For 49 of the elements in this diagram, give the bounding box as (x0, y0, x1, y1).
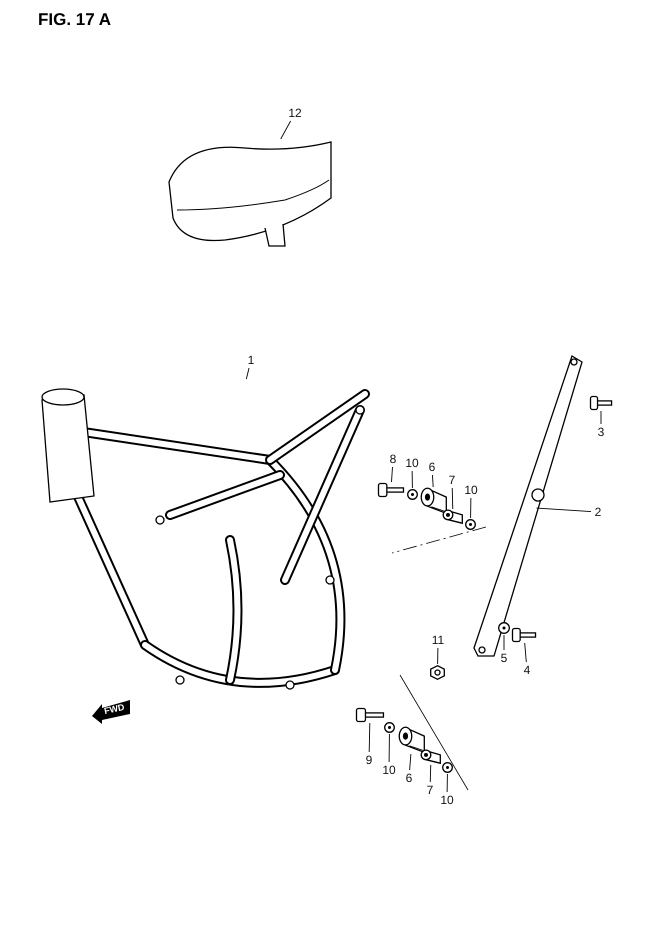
figure-title: FIG. 17 A (38, 10, 112, 30)
callout-number: 2 (592, 505, 604, 519)
callout-number: 10 (462, 483, 480, 497)
leader-line (446, 774, 448, 792)
callout-number: 5 (498, 651, 510, 665)
leader-line (536, 508, 592, 512)
leader-line (437, 648, 438, 664)
callout-number: 6 (426, 460, 438, 474)
callout-number: 6 (403, 771, 415, 785)
callout-number: 3 (595, 425, 607, 439)
bolt-icon (512, 628, 536, 642)
callout-number: 4 (521, 663, 533, 677)
leader-line (412, 470, 413, 488)
callout-number: 8 (387, 452, 399, 466)
callout-number: 12 (286, 106, 304, 120)
direction-label: FWD (103, 702, 126, 716)
callout-number: 10 (403, 456, 421, 470)
leader-line (470, 498, 472, 518)
leader-line (388, 734, 390, 762)
callout-number: 9 (363, 753, 375, 767)
leader-line (391, 466, 393, 482)
callout-number: 7 (446, 473, 458, 487)
callout-number: 1 (245, 353, 257, 367)
spacer-icon (443, 510, 463, 524)
bolt-icon (590, 396, 612, 410)
callout-number: 10 (438, 793, 456, 807)
spacer-icon (421, 750, 441, 764)
bolt-icon (356, 708, 384, 722)
leader-line (246, 368, 250, 380)
leader-line (452, 488, 454, 510)
collar-icon (399, 727, 425, 753)
leader-line (432, 474, 434, 488)
leader-line (368, 722, 370, 752)
washer-icon (384, 722, 395, 733)
leader-line (280, 120, 292, 140)
leader-line (430, 764, 432, 782)
washer-icon (498, 622, 510, 634)
washer-icon (407, 489, 418, 500)
leader-line (524, 642, 527, 662)
washer-icon (465, 519, 476, 530)
leader-line (600, 410, 602, 424)
leader-line (409, 754, 412, 770)
bolt-icon (378, 483, 404, 497)
nut-icon (430, 665, 445, 680)
callout-number: 10 (380, 763, 398, 777)
callout-number: 7 (424, 783, 436, 797)
collar-icon (421, 488, 447, 514)
washer-icon (442, 762, 453, 773)
callout-number: 11 (429, 633, 447, 647)
